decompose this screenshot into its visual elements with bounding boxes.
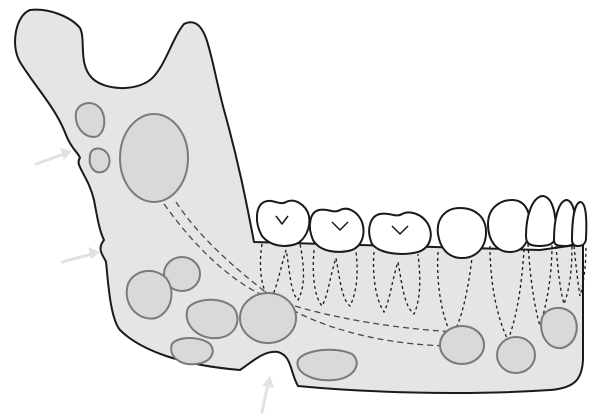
- arrow-ramus-notch: [62, 247, 100, 262]
- lesion-lower-border-2: [297, 350, 356, 381]
- tooth-canine: [526, 196, 556, 246]
- mandible-outline: [15, 10, 583, 393]
- lesion-ramus-large: [120, 114, 188, 202]
- lesion-angle-2: [127, 271, 172, 319]
- lesion-ramus-small-lower: [90, 149, 110, 173]
- lesion-mental: [497, 337, 535, 373]
- arrow-antegonial-notch: [262, 376, 274, 412]
- tooth-premolar-2: [438, 208, 486, 258]
- lesion-body-canal: [240, 293, 296, 343]
- lesion-premolar-apex: [440, 326, 484, 364]
- arrow-coronoid-notch: [36, 148, 72, 164]
- lesion-symphysis: [541, 308, 577, 348]
- tooth-incisor-1: [572, 202, 586, 246]
- lesion-lower-border-1: [171, 338, 212, 364]
- tooth-premolar-1: [488, 200, 530, 252]
- tooth-molar-2: [310, 209, 364, 252]
